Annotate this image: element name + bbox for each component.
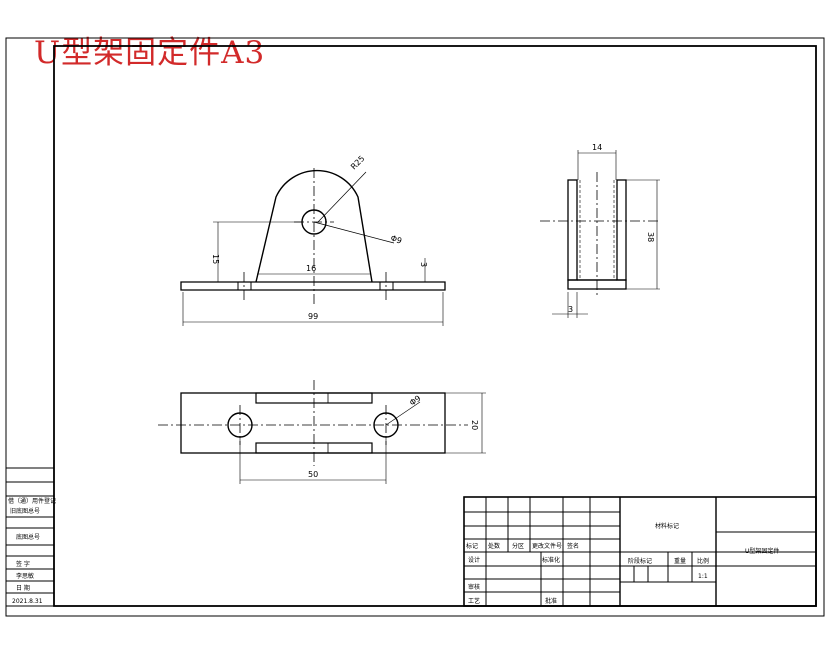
title-block-text: 标记 处数 分区 更改文件号 签名 设计 标准化 审核 工艺 批准 材料标记 阶…: [466, 522, 779, 605]
top-view: [158, 380, 486, 484]
dim-hole-spacing: 50: [308, 470, 318, 479]
tb-header-mark: 标记: [466, 542, 478, 550]
tb-design: 设计: [468, 556, 480, 564]
side-row5: 李思敏: [16, 572, 34, 580]
side-row7: 2021.8.31: [12, 598, 43, 605]
side-row3: 底图总号: [16, 533, 40, 541]
front-view-dimension-labels: R25 Φ9 15 16 99 3: [211, 154, 428, 321]
title-block: [463, 496, 817, 607]
dim-side-height: 38: [646, 232, 655, 242]
tb-approve: 批准: [545, 597, 557, 605]
tb-stage-mark: 阶段标记: [628, 557, 652, 565]
dim-radius-top: R25: [349, 154, 367, 172]
drawing-heading: U型架固定件A3: [34, 35, 266, 71]
dim-hole-front: Φ9: [389, 233, 403, 245]
tb-part-name: U型架固定件: [745, 547, 779, 555]
left-side-block-text: 借（通）用件登记 旧底图总号 底图总号 签 字 李思敏 日 期 2021.8.3…: [8, 497, 56, 605]
side-row1: 借（通）用件登记: [8, 497, 56, 505]
left-side-block: [5, 467, 55, 607]
dim-height-front: 15: [211, 254, 220, 264]
front-view: [180, 168, 446, 326]
side-row4: 签 字: [16, 560, 30, 568]
tb-process: 工艺: [468, 597, 480, 605]
dim-side-thickness: 3: [568, 305, 573, 314]
dim-overall-length: 99: [308, 312, 318, 321]
dim-base-width: 20: [470, 420, 479, 430]
side-row6: 日 期: [16, 584, 30, 592]
tb-header-sign: 签名: [567, 542, 579, 550]
dim-slot-front: 16: [306, 264, 316, 273]
top-view-dimension-labels: Φ9 20 50: [308, 394, 479, 479]
side-view: [540, 150, 660, 318]
dim-thickness: 3: [419, 262, 428, 267]
side-row2: 旧底图总号: [10, 507, 40, 515]
tb-scale-value: 1:1: [698, 573, 708, 580]
dim-hole-top: Φ9: [408, 394, 422, 408]
tb-header-count: 处数: [488, 542, 500, 550]
inner-frame: [53, 45, 817, 607]
tb-material: 材料标记: [655, 522, 679, 530]
dim-side-width: 14: [592, 143, 602, 152]
tb-review: 审核: [468, 583, 480, 591]
tb-weight: 重量: [674, 557, 686, 565]
tb-standardization: 标准化: [542, 556, 560, 564]
tb-header-zone: 分区: [512, 542, 524, 550]
outer-border: [5, 37, 825, 617]
tb-scale: 比例: [697, 557, 709, 565]
tb-header-change-doc: 更改文件号: [532, 542, 562, 550]
side-view-dimension-labels: 14 38 3: [568, 143, 655, 314]
